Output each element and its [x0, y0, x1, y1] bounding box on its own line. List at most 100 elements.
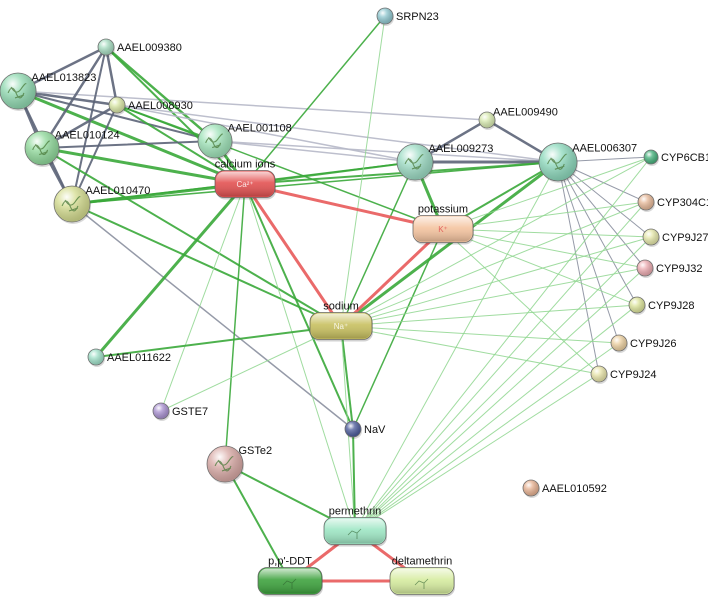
edge-calcium-nav	[244, 183, 354, 430]
node-layer: SRPN23AAEL009380AAEL013823AAEL008930AAEL…	[0, 7, 708, 597]
node-label: calcium ions	[215, 159, 276, 171]
edge-aael006307-cyp9j26	[557, 161, 620, 344]
node-gste7[interactable]: GSTE7	[152, 402, 208, 421]
node-label: AAEL009273	[429, 143, 494, 155]
edge-calcium-sodium	[243, 182, 343, 328]
node-label: CYP6CB1	[661, 152, 708, 164]
edge-aael006307-sodium	[339, 160, 560, 328]
protein-structure-icon	[205, 133, 224, 149]
edge-aael006307-permethrin	[354, 161, 559, 532]
edge-calcium-gste7	[160, 183, 246, 412]
edge-sodium-cyp9j24	[340, 325, 600, 375]
edge-potassium-sodium	[339, 227, 445, 328]
node-label: SRPN23	[396, 11, 439, 23]
node-aael010592[interactable]: AAEL010592	[522, 479, 607, 498]
edge-permethrin-cyp304c1	[354, 201, 647, 532]
edge-permethrin-cyp9j26	[354, 342, 620, 532]
node-label: NaV	[364, 424, 386, 436]
edge-aael008930-potassium	[116, 104, 444, 230]
edge-aael008930-aael006307	[116, 104, 559, 163]
edge-potassium-cyp9j27	[442, 228, 652, 238]
edge-aael009380-aael008930	[104, 45, 119, 107]
node-gste2[interactable]: GSTe2	[206, 445, 272, 484]
protein-structure-icon	[214, 456, 234, 472]
edge-aael010124-calcium	[40, 146, 247, 186]
node-cyp6cb1[interactable]: CYP6CB1	[643, 149, 708, 166]
edge-calcium-gste2	[224, 183, 246, 465]
edge-potassium-cyp9j32	[442, 228, 646, 269]
node-aael011622[interactable]: AAEL011622	[87, 348, 171, 367]
node-label: AAEL006307	[572, 143, 637, 155]
node-aael001108[interactable]: AAEL001108	[197, 123, 292, 160]
edge-sodium-nav	[340, 325, 354, 430]
node-aael006307[interactable]: AAEL006307	[538, 143, 637, 183]
protein-structure-icon	[7, 83, 27, 99]
edge-calcium-permethrin	[244, 183, 356, 532]
protein-structure-icon	[32, 140, 51, 156]
node-label: AAEL009490	[493, 107, 558, 119]
node-aael009273[interactable]: AAEL009273	[396, 143, 494, 182]
edge-potassium-cyp9j28	[442, 228, 638, 306]
protein-structure-icon	[404, 154, 424, 170]
protein-structure-icon	[61, 196, 81, 212]
node-aael010470[interactable]: AAEL010470	[53, 185, 150, 224]
node-cyp9j26[interactable]: CYP9J26	[610, 334, 676, 353]
edge-permethrin-cyp9j24	[354, 373, 600, 532]
node-label: GSTE7	[172, 406, 208, 418]
node-deltamethrin[interactable]: deltamethrin	[389, 556, 455, 597]
edge-permethrin-cyp9j32	[354, 267, 646, 532]
edge-potassium-cyp9j24	[442, 228, 600, 375]
node-label: AAEL001108	[228, 123, 292, 135]
node-label: CYP9J28	[648, 300, 694, 312]
node-cyp304c1[interactable]: CYP304C1	[637, 193, 708, 212]
node-srpn23[interactable]: SRPN23	[376, 7, 439, 26]
edge-aael010470-aael006307	[71, 161, 559, 205]
node-label: AAEL010592	[542, 483, 607, 495]
node-nav[interactable]: NaV	[344, 420, 386, 439]
node-sodium[interactable]: Na⁺sodium	[309, 301, 373, 342]
edge-calcium-aael011622	[94, 182, 247, 359]
edge-aael009380-aael010124	[40, 45, 108, 150]
edge-aael006307-cyp9j32	[557, 161, 646, 269]
edge-aael013823-calcium	[16, 89, 247, 186]
edge-aael006307-cyp9j27	[557, 161, 652, 238]
edge-aael013823-aael009490	[17, 90, 488, 121]
edge-aael006307-cyp9j24	[557, 161, 600, 375]
node-label: deltamethrin	[392, 556, 453, 568]
node-label: CYP304C1	[657, 197, 708, 209]
node-permethrin[interactable]: permethrin	[323, 506, 387, 547]
node-label: CYP9J26	[630, 338, 676, 350]
node-aael013823[interactable]: AAEL013823	[0, 72, 96, 111]
node-cyp9j24[interactable]: CYP9J24	[590, 365, 656, 384]
edge-permethrin-cyp9j28	[354, 304, 638, 532]
edge-aael010470-nav	[71, 203, 354, 430]
edge-aael009380-aael001108	[104, 45, 217, 143]
edge-potassium-cyp6cb1	[442, 156, 652, 230]
edge-sodium-cyp9j27	[340, 236, 652, 327]
edge-aael010124-sodium	[41, 147, 342, 327]
edge-calcium-potassium	[243, 182, 445, 231]
edge-permethrin-cyp9j27	[354, 236, 652, 532]
node-label: AAEL011622	[107, 352, 171, 364]
node-label: AAEL013823	[32, 72, 97, 84]
node-calcium[interactable]: Ca²⁺calcium ions	[214, 159, 276, 200]
node-cyp9j27[interactable]: CYP9J27	[642, 228, 708, 247]
edge-sodium-cyp9j28	[340, 304, 638, 327]
node-aael009490[interactable]: AAEL009490	[478, 107, 558, 130]
node-label: CYP9J32	[656, 263, 702, 275]
edge-sodium-cyp9j32	[340, 267, 646, 327]
node-potassium[interactable]: K⁺potassium	[412, 204, 474, 245]
node-label: CYP9J27	[662, 232, 708, 244]
node-label: AAEL008930	[128, 100, 193, 112]
node-aael010124[interactable]: AAEL010124	[24, 130, 120, 167]
node-cyp9j28[interactable]: CYP9J28	[628, 296, 694, 315]
edge-sodium-gste7	[160, 325, 342, 412]
node-ppddt[interactable]: p,p'-DDT	[257, 556, 323, 597]
node-cyp9j32[interactable]: CYP9J32	[636, 259, 702, 278]
node-aael009380[interactable]: AAEL009380	[97, 38, 182, 57]
edge-sodium-aael011622	[95, 325, 342, 358]
molecule-icon	[347, 528, 362, 539]
node-aael008930[interactable]: AAEL008930	[108, 96, 193, 115]
edge-aael009380-aael010470	[71, 46, 107, 205]
